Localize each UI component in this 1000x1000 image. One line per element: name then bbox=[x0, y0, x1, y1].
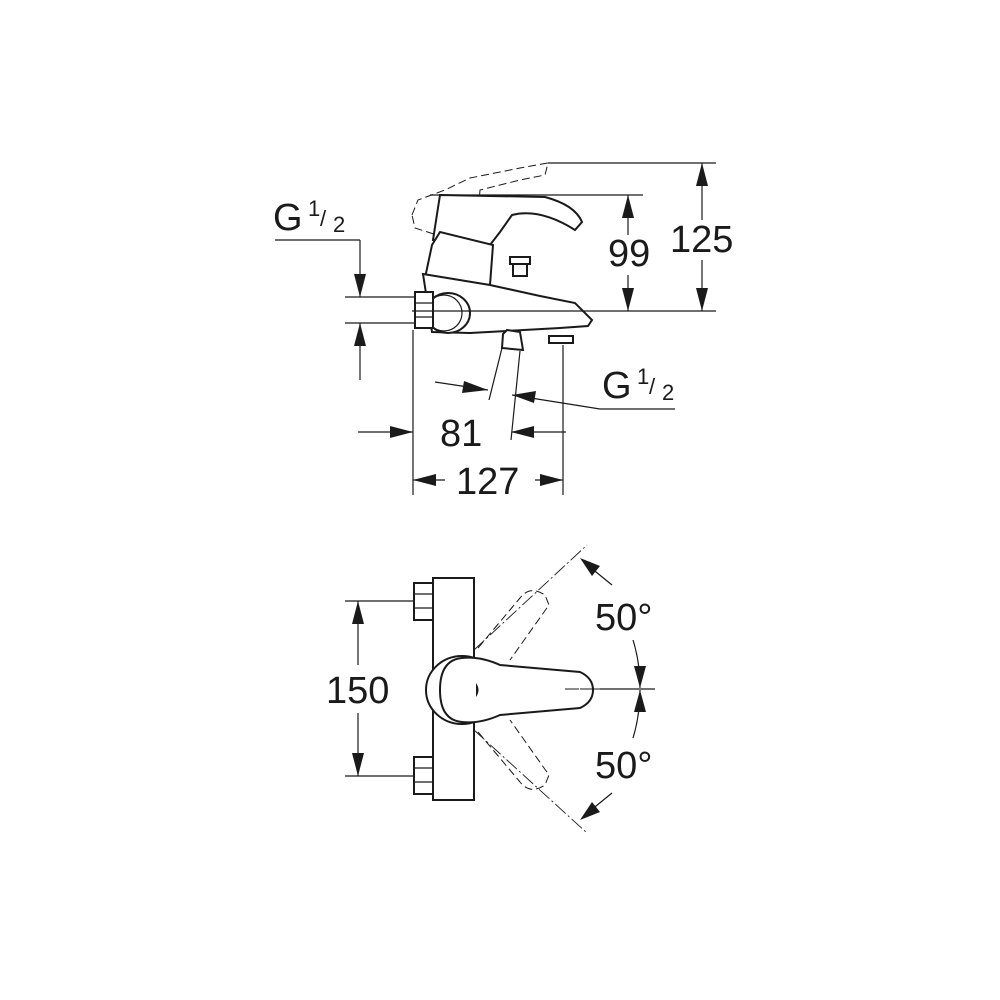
thread-bottom-den: 2 bbox=[662, 380, 674, 405]
top-view-faucet bbox=[413, 577, 595, 801]
thread-bottom-g: G bbox=[602, 365, 632, 407]
dim-125: 125 bbox=[670, 219, 733, 261]
thread-left-den: 2 bbox=[333, 212, 345, 237]
thread-left-num: 1 bbox=[308, 196, 320, 221]
thread-bottom-slash: / bbox=[649, 374, 656, 399]
thread-left-slash: / bbox=[320, 206, 327, 231]
dim-99: 99 bbox=[608, 233, 650, 275]
thread-bottom-num: 1 bbox=[637, 364, 649, 389]
side-view-faucet bbox=[411, 162, 594, 441]
side-view-dimensions: 99 125 G 1 / 2 G 1 / 2 81 bbox=[273, 162, 733, 503]
dim-127: 127 bbox=[456, 461, 519, 503]
angle-up-label: 50° bbox=[595, 597, 652, 639]
top-view-dimensions: 150 50° 50° bbox=[326, 544, 655, 834]
dim-81: 81 bbox=[440, 413, 482, 455]
angle-down-label: 50° bbox=[595, 745, 652, 787]
thread-left-g: G bbox=[273, 197, 303, 239]
dim-150: 150 bbox=[326, 670, 389, 712]
